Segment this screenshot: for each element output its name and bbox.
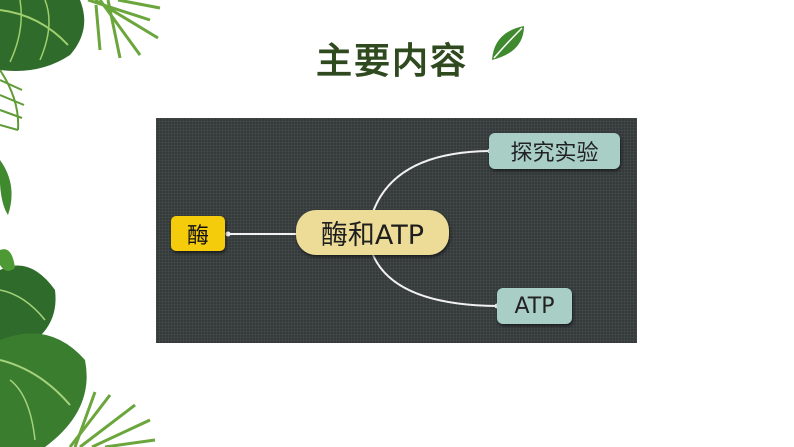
connector-bottom	[372, 254, 498, 307]
node-right-branch-1[interactable]: 探究实验	[489, 133, 620, 169]
node-root[interactable]: 酶和ATP	[296, 210, 449, 255]
monstera-leaf-decoration-bottom	[0, 249, 87, 447]
palm-leaf-decoration	[87, 0, 161, 59]
page-title: 主要内容	[316, 41, 469, 82]
leaf-decoration-small	[0, 160, 12, 215]
monstera-leaf-decoration	[0, 0, 85, 71]
palm-leaf-decoration-bottom	[68, 391, 156, 447]
fern-decoration	[0, 69, 25, 131]
connector-top	[372, 150, 491, 213]
node-right-branch-2[interactable]: ATP	[497, 288, 572, 324]
node-left-branch[interactable]: 酶	[171, 216, 225, 251]
connector-left-dot	[225, 231, 231, 237]
leaf-icon	[492, 26, 524, 60]
